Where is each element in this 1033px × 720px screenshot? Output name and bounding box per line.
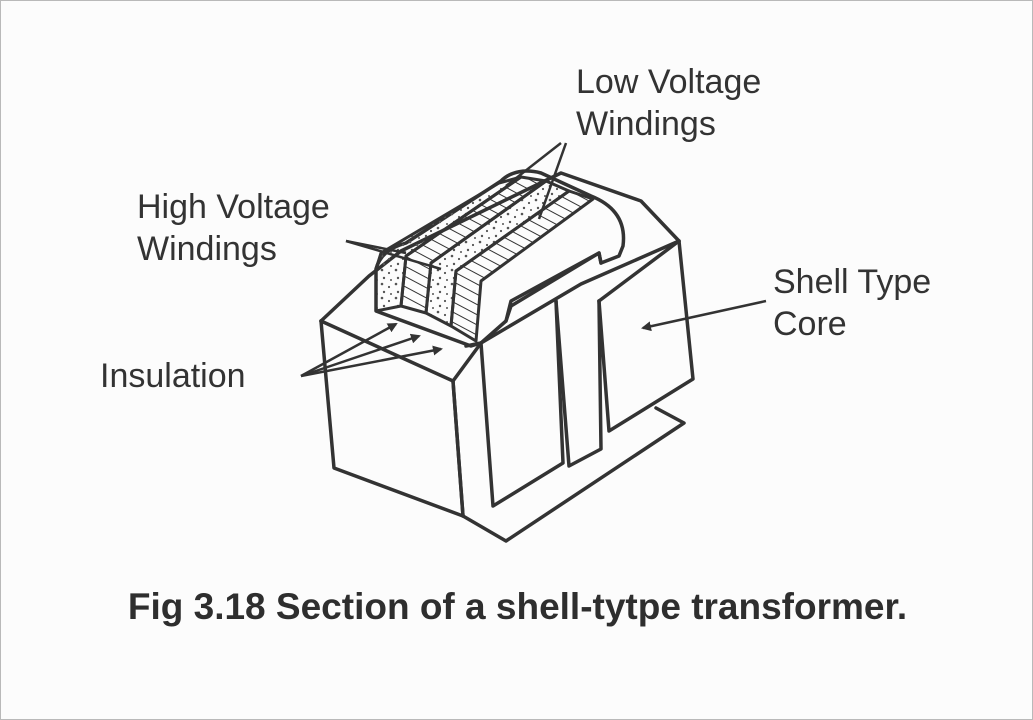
core-front-face	[319, 319, 465, 518]
coil-arch	[504, 251, 603, 323]
leader-lv-2	[537, 142, 568, 220]
leader-ins-3	[300, 345, 443, 378]
base-plate	[461, 406, 686, 543]
core-slot-inner-left	[479, 299, 565, 508]
low-voltage-windings-label: Low Voltage Windings	[576, 61, 761, 145]
high-voltage-line1: High Voltage	[137, 188, 330, 226]
leader-lv-1	[505, 142, 562, 187]
low-voltage-line2: Windings	[576, 105, 716, 143]
figure-caption: Fig 3.18 Section of a shell-tytpe transf…	[127, 586, 908, 627]
shell-type-line2: Core	[773, 305, 847, 343]
high-voltage-windings-label: High Voltage Windings	[137, 186, 330, 270]
insulation-text: Insulation	[100, 357, 246, 395]
core-right-top-edge	[597, 239, 681, 303]
leader-ins-2	[300, 333, 421, 378]
lv-winding-2	[449, 189, 595, 343]
leader-ins-1	[300, 322, 398, 378]
shell-type-line1: Shell Type	[773, 263, 932, 301]
insulation-label: Insulation	[100, 355, 246, 397]
core-right-face	[597, 239, 695, 433]
shell-type-core-label: Shell Type Core	[773, 261, 931, 345]
leader-shell	[641, 299, 767, 332]
core-slot-left	[451, 379, 465, 518]
low-voltage-line1: Low Voltage	[576, 63, 762, 101]
core-slot-center	[554, 299, 603, 468]
leader-hv-2	[345, 239, 442, 271]
high-voltage-line2: Windings	[137, 230, 277, 268]
